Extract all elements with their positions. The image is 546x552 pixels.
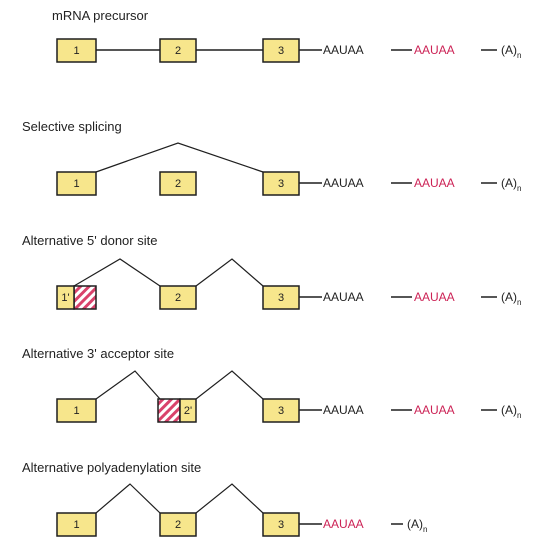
panel-title: Alternative 3' acceptor site [22,346,174,361]
polyA-signal-1: AAUAA [323,43,364,57]
exon-1-label: 1' [61,292,69,304]
exon-3-label: 3 [278,405,284,417]
splice-junction [195,483,264,514]
exon-3-label: 3 [278,292,284,304]
splice-junction [195,258,264,287]
exon-2 [159,512,197,537]
polyA-signal-1: AAUAA [323,403,364,417]
splice-junction [95,142,264,173]
exon-2-label: 2 [175,519,181,531]
exon-1-label: 1 [73,45,79,57]
panel-title: Selective splicing [22,119,122,134]
panel-alt-3-acceptor: Alternative 3' acceptor site 1 2' 3 AAUA… [22,346,521,423]
exon-2-label: 2 [175,292,181,304]
polyA-signal-2: AAUAA [414,403,455,417]
exon-3-label: 3 [278,519,284,531]
splice-junction [95,483,161,514]
exon-1-label: 1 [73,405,79,417]
splice-junction [73,258,161,287]
panel-mrna-precursor: mRNA precursor 1 2 3 AAUAA AAUAA (A)n [52,8,521,63]
splice-junction [95,370,161,400]
exon-3-label: 3 [278,45,284,57]
polyA-tail: (A)n [501,176,521,193]
polyA-signal-1: AAUAA [323,517,364,531]
exon-1 [56,512,97,537]
panel-selective-splicing: Selective splicing 1 2 3 AAUAA AAUAA (A)… [22,119,521,196]
exon-2-label: 2 [175,45,181,57]
splice-junction [195,370,264,400]
polyA-tail: (A)n [501,290,521,307]
panel-title: Alternative 5' donor site [22,233,157,248]
exon-2-label: 2 [175,178,181,190]
exon-1 [56,398,97,423]
exon-3-label: 3 [278,178,284,190]
polyA-signal-2: AAUAA [414,176,455,190]
exon-1 [56,38,97,63]
panel-alt-5-donor: Alternative 5' donor site 1' 2 3 AAUAA A… [22,233,521,310]
polyA-signal-1: AAUAA [323,290,364,304]
polyA-tail: (A)n [407,517,427,534]
exon-2-prime [179,398,197,423]
exon-1-label: 1 [73,178,79,190]
exon-2 [159,285,197,310]
panel-title: mRNA precursor [52,8,149,23]
polyA-tail: (A)n [501,403,521,420]
exon-2 [159,171,197,196]
panel-title: Alternative polyadenylation site [22,460,201,475]
exon-1 [56,171,97,196]
exon-1-prime [56,285,75,310]
exon-2-hatched-segment [157,398,181,423]
exon-2 [159,38,197,63]
polyA-tail: (A)n [501,43,521,60]
polyA-signal-2: AAUAA [414,290,455,304]
exon-2-label: 2' [184,405,192,417]
exon-1-hatched-segment [73,285,97,310]
exon-1-label: 1 [73,519,79,531]
polyA-signal-1: AAUAA [323,176,364,190]
panel-alt-polyadenylation: Alternative polyadenylation site 1 2 3 A… [22,460,427,537]
polyA-signal-2: AAUAA [414,43,455,57]
